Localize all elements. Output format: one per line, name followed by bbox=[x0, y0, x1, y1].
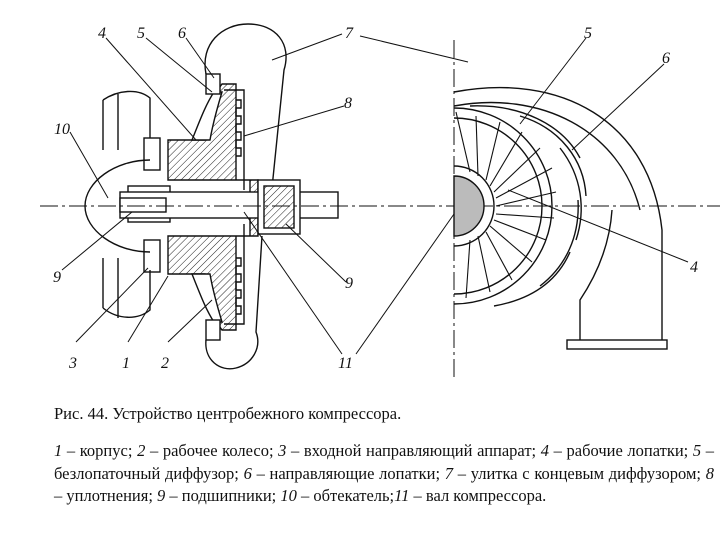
legend-text: – вал компрессора. bbox=[409, 486, 547, 505]
volute-outlet-flange bbox=[566, 339, 668, 350]
legend-number: 7 bbox=[444, 463, 453, 483]
casing-wall bbox=[224, 89, 245, 325]
front-view bbox=[453, 86, 668, 350]
guide-vanes bbox=[469, 105, 587, 307]
impeller-blades bbox=[455, 111, 557, 299]
label-3: 3 bbox=[68, 355, 77, 372]
legend-number: 10 bbox=[280, 486, 297, 505]
inlet-duct-upper bbox=[102, 90, 151, 138]
legend-number: 6 bbox=[243, 463, 252, 483]
legend-number: 11 bbox=[394, 486, 410, 505]
volute-lower bbox=[205, 235, 263, 370]
diffuser-lower bbox=[205, 319, 221, 341]
legend-text: – обтекатель; bbox=[296, 486, 395, 505]
legend-number: 2 bbox=[137, 441, 146, 460]
labyrinth-seal-lower bbox=[235, 257, 242, 315]
legend-number: 3 bbox=[278, 441, 287, 460]
label-4-right: 4 bbox=[690, 259, 698, 276]
label-1: 1 bbox=[122, 355, 130, 372]
inlet-duct-lower bbox=[102, 270, 151, 318]
impeller-hub bbox=[453, 175, 485, 237]
label-6-left: 6 bbox=[178, 25, 186, 42]
legend-number: 8 bbox=[705, 463, 714, 483]
impeller-blade-upper bbox=[190, 91, 223, 141]
legend-text: – корпус; bbox=[62, 441, 138, 460]
labyrinth-seal-upper bbox=[235, 99, 242, 157]
figure-caption: Рис. 44. Устройство центробежного компре… bbox=[54, 404, 402, 423]
figure-legend: 1 – корпус; 2 – рабочее колесо; 3 – вход… bbox=[54, 440, 714, 508]
label-10: 10 bbox=[54, 121, 70, 138]
legend-text: – рабочее колесо; bbox=[145, 441, 279, 460]
legend-number: 9 bbox=[157, 486, 166, 505]
volute-upper bbox=[204, 23, 287, 189]
volute-spiral bbox=[453, 86, 663, 340]
diffuser-upper bbox=[205, 73, 221, 95]
label-6-right: 6 bbox=[662, 50, 670, 67]
legend-text: – подшипники; bbox=[165, 486, 281, 505]
legend-text: – улитка с концевым диффузором; bbox=[453, 463, 706, 483]
impeller-blade-lower bbox=[190, 273, 223, 323]
label-9-front: 9 bbox=[53, 269, 61, 286]
legend-text: – входной направляющий аппарат; bbox=[286, 441, 541, 460]
inlet-guide-vane-upper bbox=[143, 137, 161, 171]
label-5-left: 5 bbox=[137, 25, 145, 42]
legend-text: – рабочие лопатки; bbox=[549, 441, 693, 460]
legend-number: 5 bbox=[692, 441, 702, 460]
label-7: 7 bbox=[345, 25, 354, 42]
vaneless-diffuser bbox=[453, 107, 553, 305]
inlet-guide-vane-lower bbox=[143, 239, 161, 273]
section-view bbox=[84, 23, 339, 370]
legend-number: 4 bbox=[540, 441, 550, 460]
label-9-rear: 9 bbox=[345, 275, 353, 292]
label-4-left: 4 bbox=[98, 25, 106, 42]
legend-number: 1 bbox=[54, 441, 63, 460]
leader-lines bbox=[61, 33, 689, 355]
compressor-diagram: 4 5 6 7 8 10 9 9 3 1 2 11 5 6 4 bbox=[40, 23, 720, 380]
label-2: 2 bbox=[161, 355, 169, 372]
label-5-right: 5 bbox=[584, 25, 592, 42]
label-8: 8 bbox=[344, 95, 352, 112]
label-11: 11 bbox=[338, 355, 353, 372]
legend-text: – уплотнения; bbox=[54, 486, 158, 505]
legend-text: – безлопаточный диффузор; bbox=[54, 441, 715, 483]
legend-text: – направляющие лопатки; bbox=[251, 463, 445, 483]
